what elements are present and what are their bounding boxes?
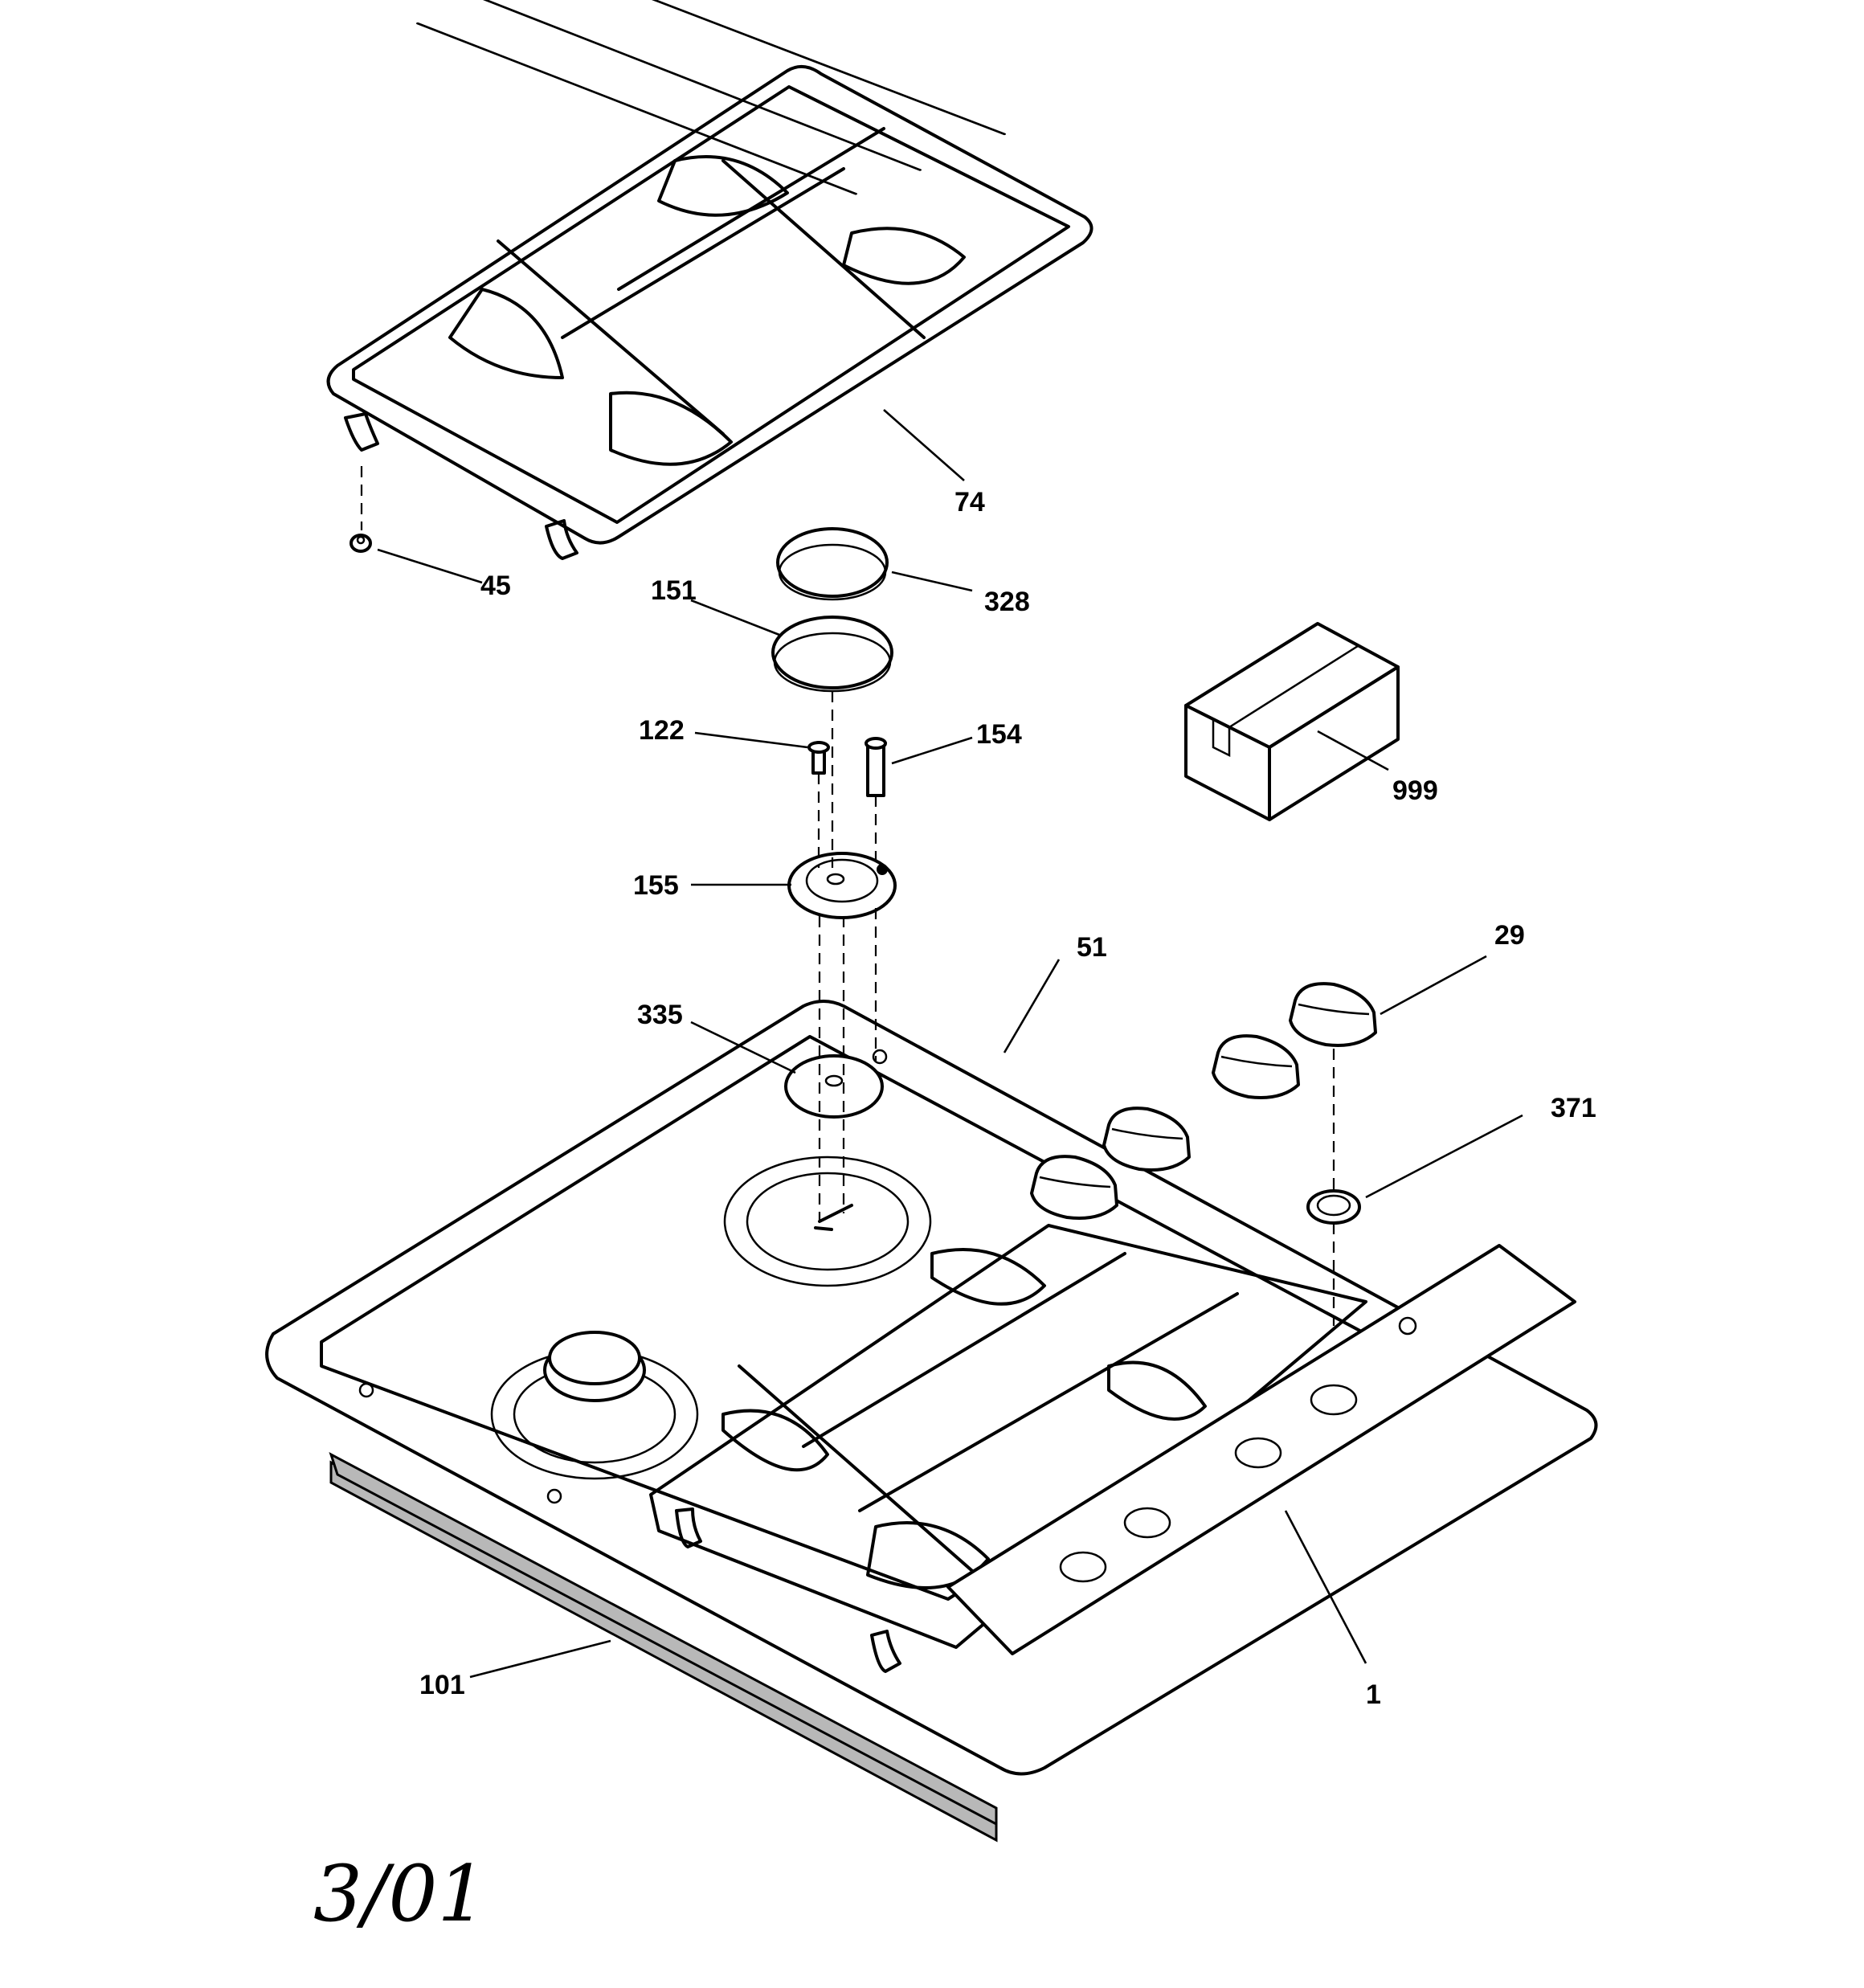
callout-101: 101 bbox=[419, 1670, 465, 1700]
alignment-lines bbox=[360, 466, 1335, 1326]
callout-labels: 74 45 151 328 122 154 999 155 51 29 335 … bbox=[419, 487, 1596, 1710]
callout-999: 999 bbox=[1392, 775, 1438, 806]
screw-and-electrode bbox=[807, 737, 887, 797]
callout-371: 371 bbox=[1551, 1093, 1596, 1123]
grate-74 bbox=[326, 0, 1093, 560]
control-panel-1 bbox=[946, 1244, 1576, 1655]
screw-45 bbox=[350, 534, 372, 553]
callout-154: 154 bbox=[976, 719, 1022, 750]
knobs-29 bbox=[1030, 982, 1377, 1220]
callout-51: 51 bbox=[1077, 932, 1107, 963]
callout-335: 335 bbox=[637, 1000, 683, 1030]
gasket-101 bbox=[329, 1451, 998, 1826]
bezel-371 bbox=[1306, 1189, 1361, 1225]
callout-1: 1 bbox=[1366, 1679, 1381, 1710]
callout-151: 151 bbox=[651, 575, 697, 606]
callout-122: 122 bbox=[639, 715, 685, 746]
callout-155: 155 bbox=[633, 870, 679, 901]
burner-caps bbox=[771, 527, 893, 693]
spill-tray-335 bbox=[784, 1049, 888, 1119]
callout-74: 74 bbox=[954, 487, 985, 517]
date-code: 3/01 bbox=[313, 1849, 487, 1939]
burner-head-155 bbox=[787, 852, 897, 919]
callout-328: 328 bbox=[984, 587, 1030, 617]
callout-29: 29 bbox=[1494, 920, 1525, 951]
leader-lines bbox=[377, 409, 1523, 1679]
parts-box-999 bbox=[1184, 622, 1400, 821]
callout-45: 45 bbox=[480, 571, 511, 601]
cooktop-51 bbox=[265, 1000, 1598, 1843]
